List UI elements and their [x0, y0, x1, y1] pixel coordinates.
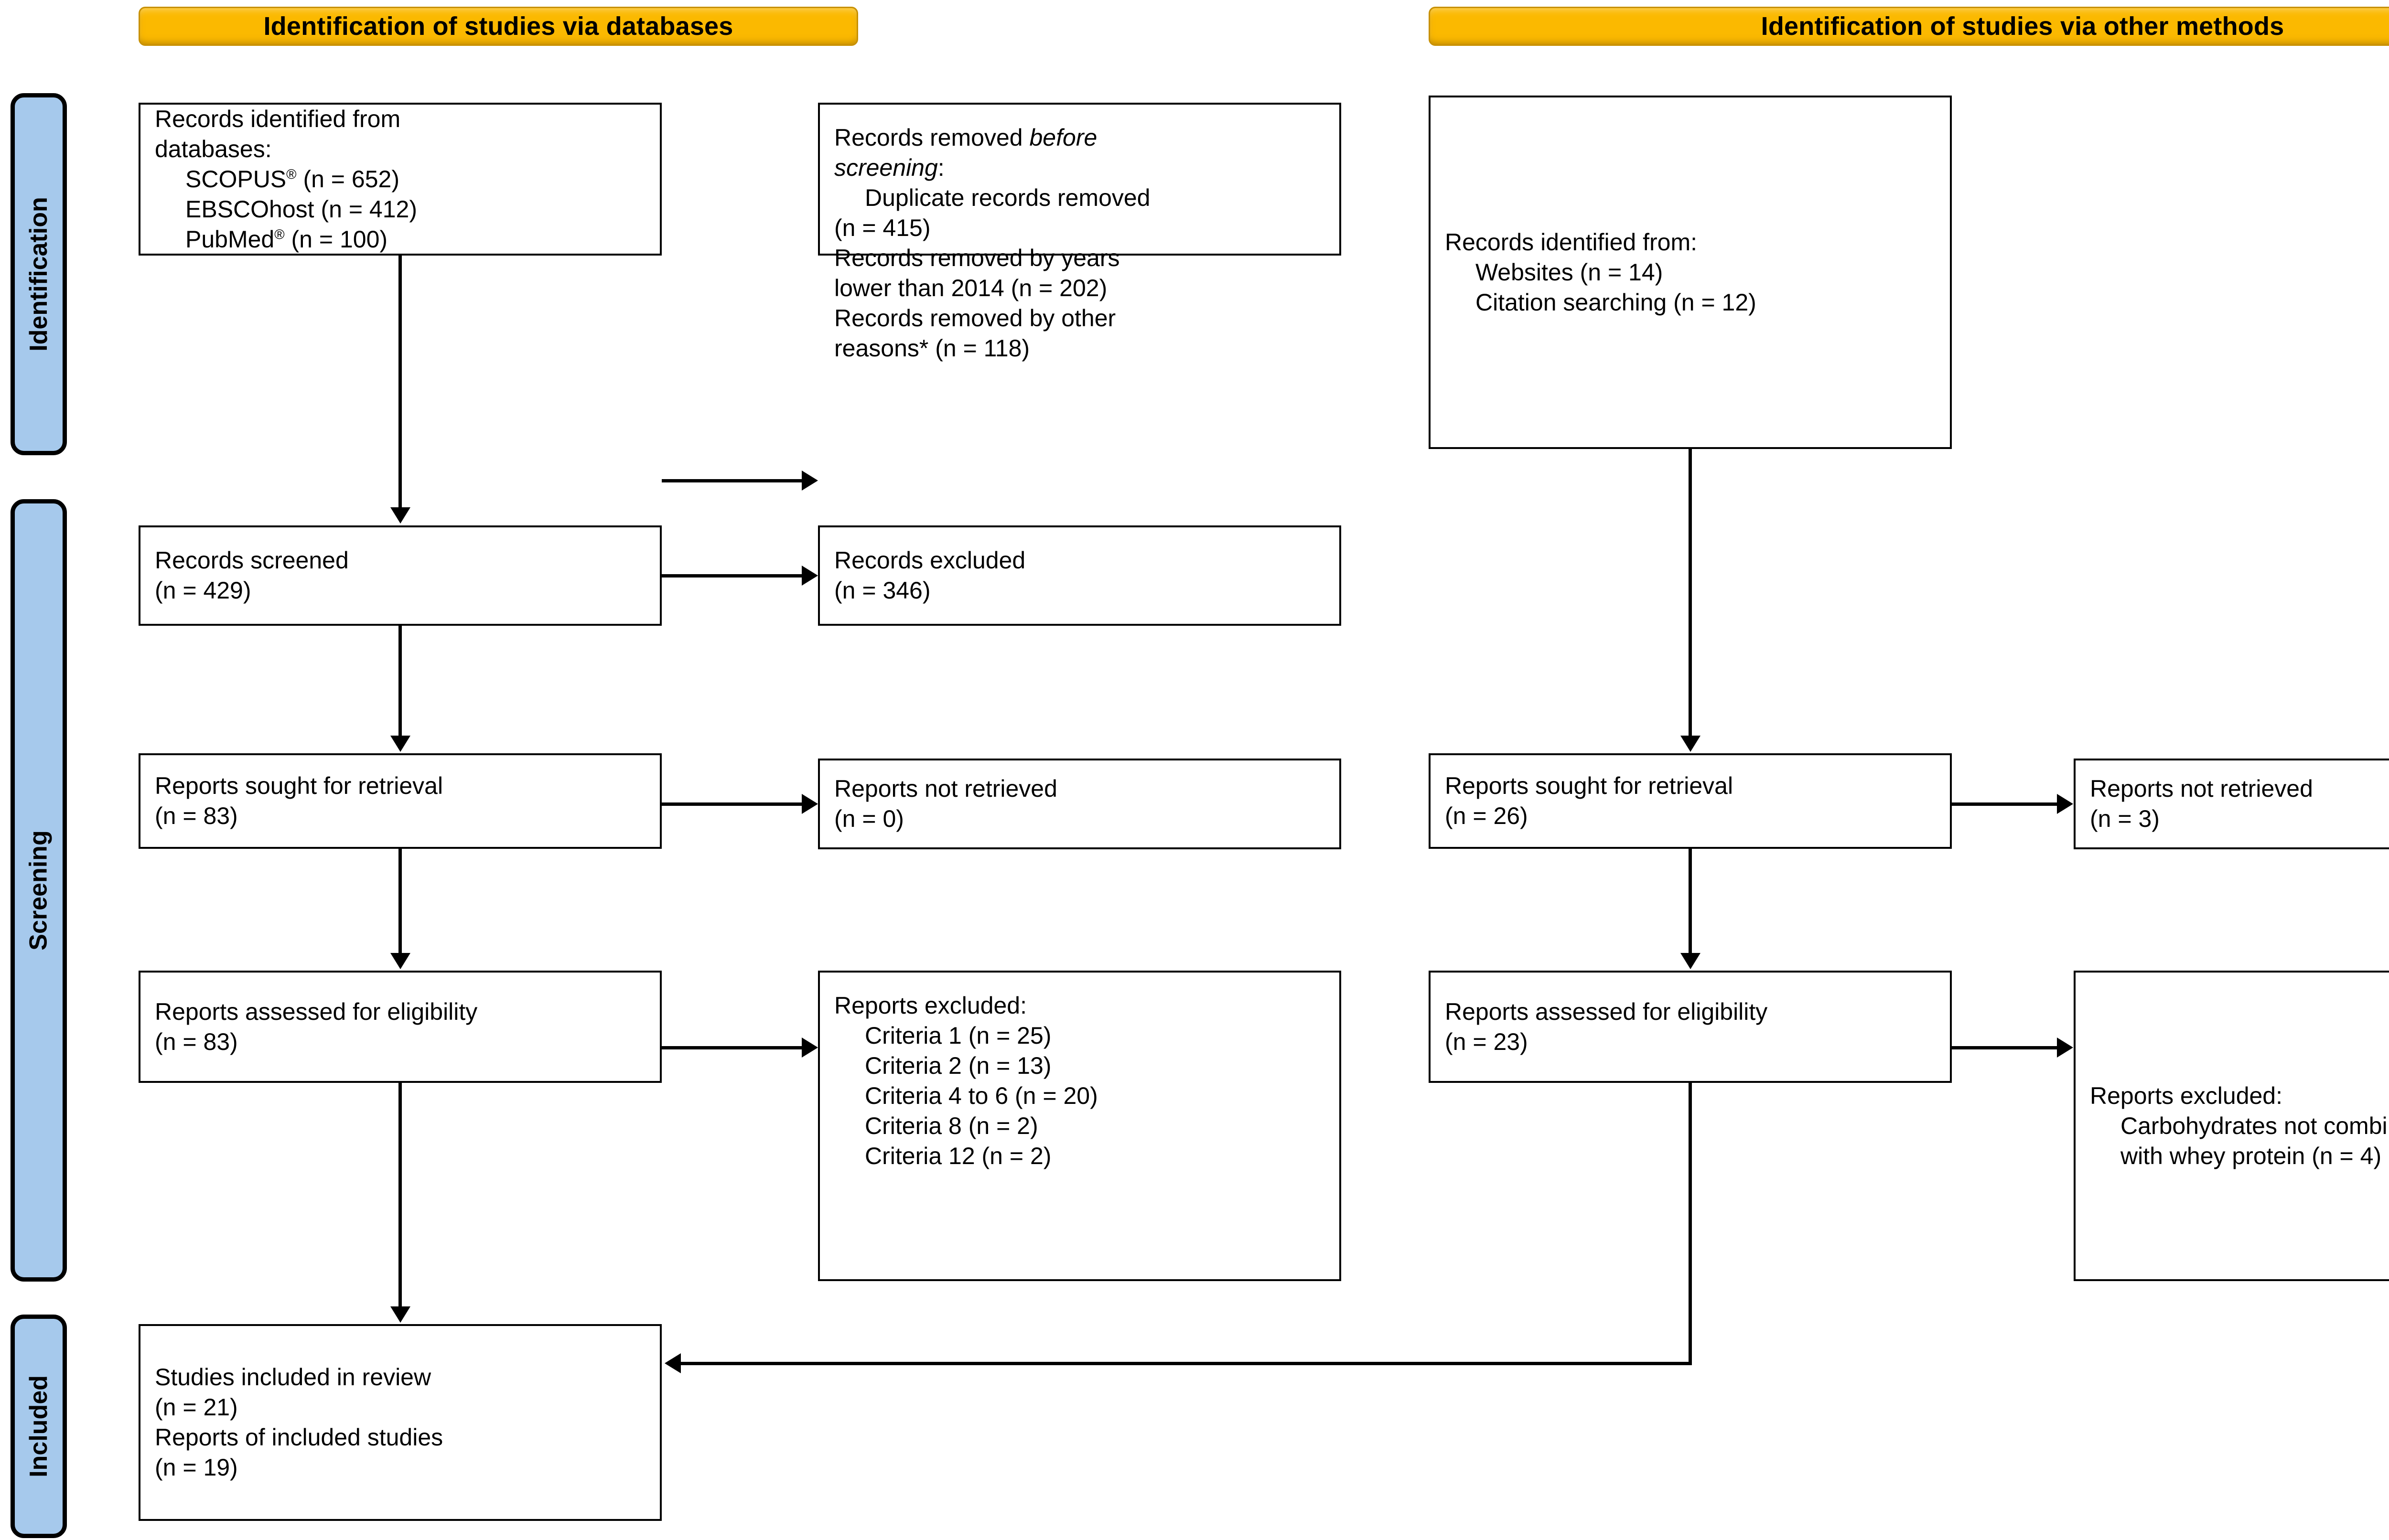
box-reports-sought-right: Reports sought for retrieval (n = 26) — [1429, 753, 1952, 849]
criteria-line-2: Criteria 2 (n = 13) — [865, 1052, 1052, 1079]
records-screened-label: Records screened — [155, 547, 349, 574]
arrowhead-other-identified-to-sought — [1680, 736, 1700, 752]
arrowhead-assessed-right-to-excluded — [2057, 1037, 2073, 1058]
stage-bar-label: Included — [25, 1375, 53, 1477]
reports-sought-right-count: (n = 26) — [1445, 802, 1528, 829]
connector-sought-right-to-not-retrieved — [1952, 802, 2058, 806]
other-source-citation-searching: Citation searching (n = 12) — [1475, 289, 1756, 316]
studies-included-line-2: (n = 21) — [155, 1394, 238, 1421]
reports-not-retrieved-count: (n = 0) — [834, 805, 904, 832]
records-excluded-label: Records excluded — [834, 547, 1026, 574]
box-reports-not-retrieved-left: Reports not retrieved (n = 0) — [818, 759, 1341, 849]
criteria-line-4: Criteria 8 (n = 2) — [865, 1112, 1038, 1139]
connector-assessed-to-excluded — [662, 1046, 803, 1049]
removed-line-1: Duplicate records removed — [865, 184, 1151, 211]
box-reports-not-retrieved-right: Reports not retrieved (n = 3) — [2074, 759, 2389, 849]
arrowhead-sought-to-assessed — [390, 953, 410, 969]
studies-included-line-4: (n = 19) — [155, 1454, 238, 1481]
box-reports-excluded-criteria: Reports excluded: Criteria 1 (n = 25) Cr… — [818, 971, 1341, 1281]
other-source-websites: Websites (n = 14) — [1475, 258, 1663, 286]
arrowhead-right-elbow-to-included — [665, 1353, 681, 1373]
banner-identification-other-methods: Identification of studies via other meth… — [1429, 7, 2389, 46]
box-reports-assessed-left: Reports assessed for eligibility (n = 83… — [139, 971, 662, 1083]
arrowhead-sought-right-to-assessed — [1680, 953, 1700, 969]
connector-identified-to-removed — [662, 479, 803, 482]
removed-heading: Records removed before — [834, 124, 1098, 151]
box-reports-sought-left: Reports sought for retrieval (n = 83) — [139, 753, 662, 849]
connector-right-elbow-horizontal — [681, 1362, 1692, 1365]
records-identified-heading-1: Records identified from — [155, 105, 401, 132]
removed-heading-2: screening: — [834, 154, 945, 181]
reports-sought-right-label: Reports sought for retrieval — [1445, 772, 1733, 799]
box-reports-assessed-right: Reports assessed for eligibility (n = 23… — [1429, 971, 1952, 1083]
studies-included-line-1: Studies included in review — [155, 1364, 431, 1390]
other-identified-heading: Records identified from: — [1445, 228, 1698, 256]
reports-excluded-right-heading: Reports excluded: — [2090, 1082, 2283, 1109]
stage-bar-identification: Identification — [11, 93, 67, 455]
arrowhead-sought-right-to-not-retrieved — [2057, 794, 2073, 814]
reports-assessed-label: Reports assessed for eligibility — [155, 998, 478, 1025]
connector-sought-right-to-assessed — [1689, 849, 1692, 953]
source-pubmed: PubMed® (n = 100) — [185, 225, 388, 253]
connector-screened-to-sought — [398, 626, 402, 736]
box-records-excluded: Records excluded (n = 346) — [818, 525, 1341, 626]
connector-sought-to-assessed — [398, 849, 402, 953]
arrowhead-identified-to-screened — [390, 507, 410, 524]
stage-bar-label: Screening — [25, 830, 53, 951]
connector-screened-to-excluded — [662, 574, 803, 578]
arrowhead-screened-to-excluded — [802, 566, 818, 586]
reports-not-retrieved-right-label: Reports not retrieved — [2090, 775, 2313, 802]
records-screened-count: (n = 429) — [155, 577, 251, 604]
reports-sought-count: (n = 83) — [155, 802, 238, 829]
reports-sought-label: Reports sought for retrieval — [155, 772, 443, 799]
source-ebscohost: EBSCOhost (n = 412) — [185, 195, 417, 223]
box-reports-excluded-right: Reports excluded: Carbohydrates not comb… — [2074, 971, 2389, 1281]
arrowhead-assessed-to-included — [390, 1306, 410, 1323]
studies-included-line-3: Reports of included studies — [155, 1424, 443, 1451]
reports-excluded-heading: Reports excluded: — [834, 992, 1027, 1019]
arrowhead-screened-to-sought — [390, 736, 410, 752]
box-records-identified-databases: Records identified from databases: SCOPU… — [139, 103, 662, 256]
connector-assessed-right-to-excluded — [1952, 1046, 2058, 1049]
connector-right-elbow-vertical — [1689, 1081, 1692, 1365]
connector-other-identified-to-sought — [1689, 449, 1692, 736]
removed-line-2: (n = 415) — [834, 214, 931, 241]
reports-assessed-count: (n = 83) — [155, 1028, 238, 1055]
records-identified-heading-2: databases: — [155, 135, 272, 162]
removed-line-3: Records removed by years — [834, 245, 1120, 271]
box-records-identified-other: Records identified from: Websites (n = 1… — [1429, 96, 1952, 449]
stage-bar-included: Included — [11, 1315, 67, 1538]
connector-sought-to-not-retrieved — [662, 802, 803, 806]
removed-line-5: Records removed by other — [834, 305, 1116, 332]
removed-line-4: lower than 2014 (n = 202) — [834, 275, 1108, 301]
criteria-line-1: Criteria 1 (n = 25) — [865, 1022, 1052, 1049]
removed-line-6: reasons* (n = 118) — [834, 335, 1030, 362]
reports-not-retrieved-right-count: (n = 3) — [2090, 805, 2160, 832]
banner-identification-databases: Identification of studies via databases — [139, 7, 858, 46]
banner-label: Identification of studies via other meth… — [1761, 12, 2284, 41]
reports-excluded-right-line-1: Carbohydrates not combined — [2120, 1112, 2389, 1139]
stage-bar-screening: Screening — [11, 499, 67, 1282]
reports-assessed-right-label: Reports assessed for eligibility — [1445, 998, 1768, 1025]
banner-label: Identification of studies via databases — [263, 12, 733, 41]
connector-identified-to-screened — [398, 256, 402, 509]
box-studies-included: Studies included in review (n = 21) Repo… — [139, 1324, 662, 1521]
records-excluded-count: (n = 346) — [834, 577, 931, 604]
reports-assessed-right-count: (n = 23) — [1445, 1028, 1528, 1055]
criteria-line-5: Criteria 12 (n = 2) — [865, 1143, 1052, 1169]
box-records-removed-before-screening: Records removed before screening: Duplic… — [818, 103, 1341, 362]
connector-assessed-to-included — [398, 1083, 402, 1306]
criteria-line-3: Criteria 4 to 6 (n = 20) — [865, 1082, 1098, 1109]
source-scopus: SCOPUS® (n = 652) — [185, 165, 399, 192]
box-records-screened: Records screened (n = 429) — [139, 525, 662, 626]
reports-not-retrieved-label: Reports not retrieved — [834, 775, 1057, 802]
arrowhead-sought-to-not-retrieved — [802, 794, 818, 814]
arrowhead-identified-to-removed — [802, 471, 818, 491]
arrowhead-assessed-to-excluded — [802, 1037, 818, 1058]
stage-bar-label: Identification — [25, 197, 53, 352]
reports-excluded-right-line-2: with whey protein (n = 4) — [2120, 1142, 2382, 1169]
